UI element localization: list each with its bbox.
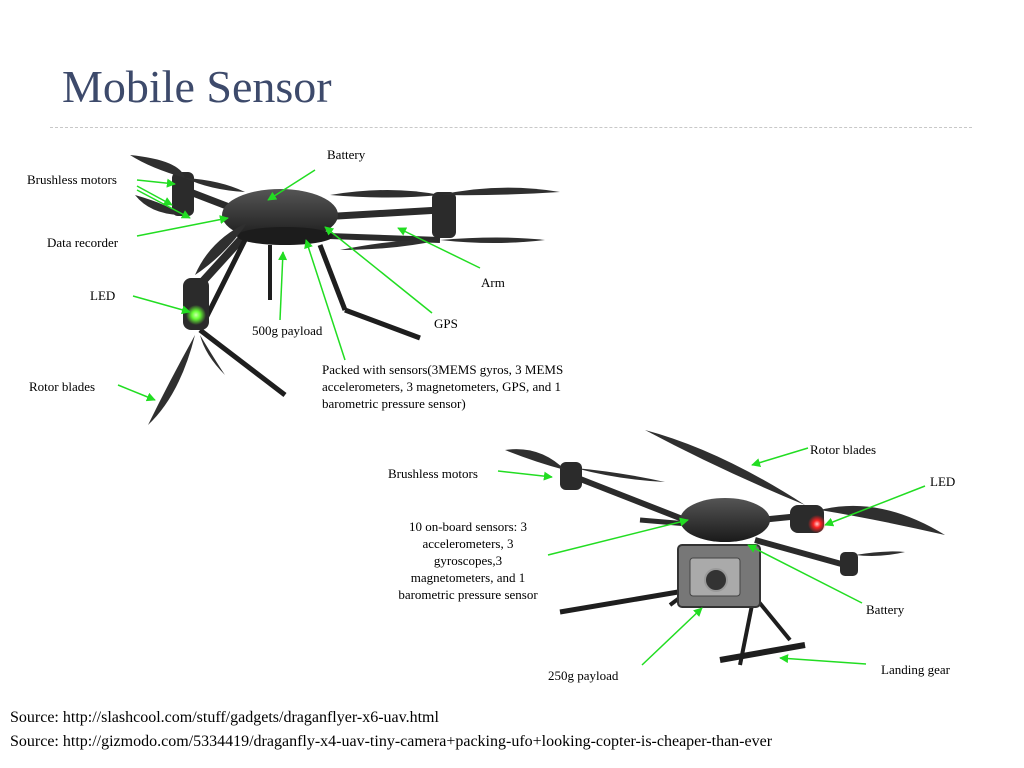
- red-led-icon: [808, 515, 826, 533]
- x6-label-data-recorder: Data recorder: [47, 235, 119, 250]
- draganflyer-x6-drone: [130, 155, 560, 425]
- x4-label-brushless-motors: Brushless motors: [388, 466, 478, 481]
- x6-label-led: LED: [90, 288, 116, 303]
- x6-label-battery: Battery: [327, 147, 366, 162]
- x4-label-landing-gear: Landing gear: [881, 662, 950, 677]
- x4-label-sensors: 10 on-board sensors: 3 accelerometers, 3…: [398, 519, 538, 602]
- title-divider: [50, 127, 972, 128]
- x6-label-brushless-motors: Brushless motors: [27, 172, 117, 187]
- x6-label-arm: Arm: [481, 275, 505, 290]
- x6-label-rotor-blades: Rotor blades: [29, 379, 96, 394]
- x4-label-payload: 250g payload: [548, 668, 619, 683]
- slide-title: Mobile Sensor: [62, 61, 332, 112]
- source-line-1: Source: http://slashcool.com/stuff/gadge…: [10, 709, 439, 726]
- draganfly-x4-drone: [505, 430, 945, 666]
- x4-label-battery: Battery: [866, 602, 905, 617]
- x6-label-sensors: Packed with sensors(3MEMS gyros, 3 MEMS …: [322, 362, 564, 411]
- x4-label-rotor-blades: Rotor blades: [810, 442, 877, 457]
- green-led-icon: [186, 305, 206, 325]
- x6-label-payload: 500g payload: [252, 323, 323, 338]
- x4-callout-arrows: [497, 447, 926, 666]
- x4-label-led: LED: [930, 474, 956, 489]
- camera-lens-icon: [704, 568, 728, 592]
- x6-label-gps: GPS: [434, 316, 458, 331]
- x6-callout-arrows: [117, 169, 481, 402]
- source-line-2: Source: http://gizmodo.com/5334419/draga…: [10, 733, 773, 750]
